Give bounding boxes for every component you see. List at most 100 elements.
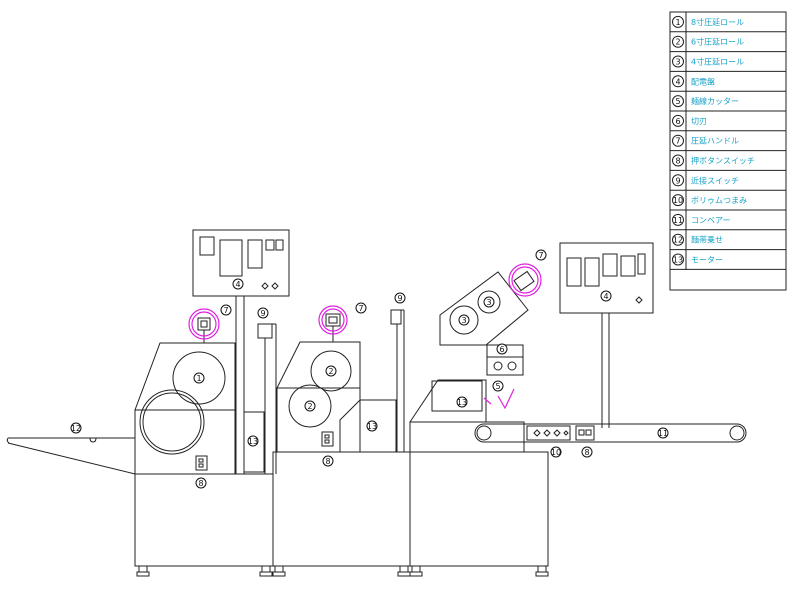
callout-circle: [193, 372, 205, 384]
callout-circle: [232, 278, 244, 290]
legend-row: 9 近接スイッチ: [670, 174, 786, 191]
callout-number: 4: [235, 280, 240, 289]
callout-number: 13: [367, 422, 377, 431]
callout-prox-1: 9: [257, 307, 269, 319]
callout-knob: 10: [550, 446, 562, 458]
callout-circle: [304, 400, 316, 412]
legend-row: 3 4寸圧延ロール: [670, 55, 786, 72]
unit-3-body: [409, 263, 542, 453]
callout-number: 2: [307, 402, 312, 411]
callout-circle: [535, 249, 547, 261]
legend-number: 11: [673, 216, 683, 225]
callout-circle: [322, 455, 334, 467]
callout-number: 8: [584, 448, 589, 457]
legend-number-circle: [672, 114, 684, 127]
callout-roll4-left: 3: [458, 314, 470, 326]
callout-number: 4: [603, 292, 608, 301]
legend-number-circle: [672, 15, 684, 28]
callout-circle: [581, 446, 593, 458]
legend-label: 押ボタンスイッチ: [691, 156, 755, 166]
callout-circle: [492, 380, 504, 392]
callout-circle: [247, 435, 259, 447]
callout-handle-2: 7: [355, 302, 367, 314]
callout-conveyor: 11: [657, 427, 669, 439]
callout-roll4-right: 3: [483, 296, 495, 308]
legend-number-circle: [672, 75, 684, 88]
legend-number: 4: [675, 77, 680, 86]
machine-bases: [134, 451, 549, 577]
callout-circle: [496, 343, 508, 355]
callout-prox-2: 9: [394, 292, 406, 304]
legend-number-circle: [672, 154, 684, 167]
callout-button-3: 8: [581, 446, 593, 458]
legend-number-circle: [672, 174, 684, 187]
callout-handle-3: 7: [535, 249, 547, 261]
legend-label: 圧延ハンドル: [691, 136, 739, 146]
callout-circle: [355, 302, 367, 314]
callout-number: 7: [538, 251, 543, 260]
callout-number: 8: [325, 457, 330, 466]
legend-number: 1: [675, 18, 680, 27]
callout-circle: [366, 420, 378, 432]
legend-number-circle: [672, 253, 684, 266]
control-panel-right: [559, 242, 654, 428]
callout-number: 10: [551, 448, 561, 457]
legend-label: ボリゥムつまみ: [691, 196, 747, 205]
callout-number: 12: [71, 424, 81, 433]
legend-label: 4寸圧延ロール: [691, 57, 744, 67]
legend-number: 10: [673, 196, 683, 205]
callout-circle: [600, 290, 612, 302]
legend-number-circle: [672, 134, 684, 147]
unit-2-body: [276, 305, 405, 453]
legend-label: 麺帯乗せ: [691, 235, 723, 245]
sheet-feed-tray: [6, 437, 136, 475]
legend-label: 6寸圧延ロール: [691, 37, 744, 47]
callout-circle: [325, 365, 337, 377]
legend-number: 5: [675, 97, 680, 106]
callout-number: 8: [198, 479, 203, 488]
callout-button-1: 8: [195, 477, 207, 489]
legend-number-circle: [672, 194, 684, 207]
callout-circle: [483, 296, 495, 308]
callout-number: 1: [196, 374, 201, 383]
callout-motor-2: 13: [366, 420, 378, 432]
callout-circle: [657, 427, 669, 439]
legend-number: 3: [675, 58, 680, 67]
legend-label: 配電盤: [691, 76, 715, 86]
legend-label: モーター: [691, 256, 723, 265]
legend-label: 麺線カッター: [691, 96, 739, 106]
legend-number-circle: [672, 213, 684, 226]
callout-number: 11: [658, 429, 668, 438]
callout-circle: [456, 396, 468, 408]
legend-number: 7: [675, 137, 680, 146]
legend-number-circle: [672, 95, 684, 108]
callout-number: 7: [223, 306, 228, 315]
callout-number: 3: [461, 316, 466, 325]
callout-number: 9: [397, 294, 402, 303]
control-panel-left: [192, 229, 290, 297]
conveyor: [474, 423, 747, 443]
callout-circle: [458, 314, 470, 326]
callout-circle: [550, 446, 562, 458]
legend-row: 10 ボリゥムつまみ: [670, 194, 786, 211]
callout-roll6-top: 2: [325, 365, 337, 377]
callout-circle: [257, 307, 269, 319]
legend-number: 12: [673, 236, 683, 245]
legend-number-circle: [672, 233, 684, 246]
callout-circle: [70, 422, 82, 434]
legend-row: 12 麺帯乗せ: [670, 233, 786, 251]
legend-row: 4 配電盤: [670, 75, 786, 92]
callout-button-2: 8: [322, 455, 334, 467]
legend-number: 9: [675, 176, 680, 185]
legend-label: 近接スイッチ: [691, 175, 739, 185]
callout-circle: [220, 304, 232, 316]
callout-number: 2: [328, 367, 333, 376]
legend-number: 13: [673, 256, 683, 265]
